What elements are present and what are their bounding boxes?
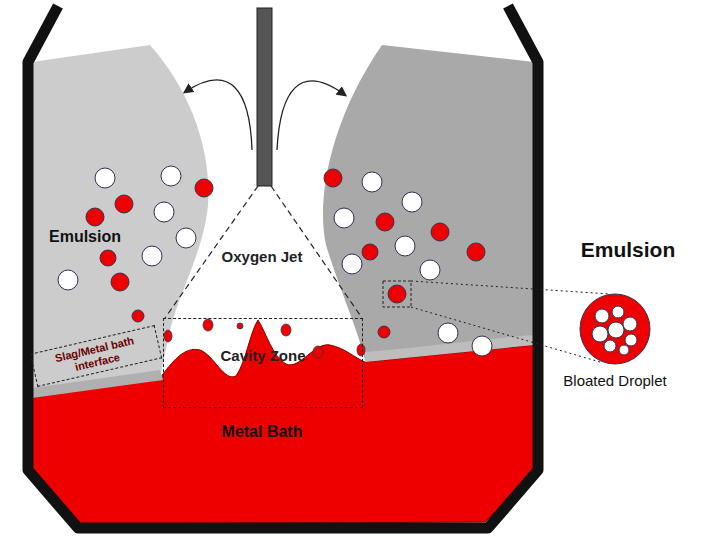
region-label: Oxygen Jet bbox=[220, 247, 305, 266]
region-label: Emulsion bbox=[47, 227, 123, 247]
bloated-droplet bbox=[578, 292, 652, 366]
oxygen-jet-region: Oxygen Jet bbox=[220, 247, 305, 266]
region-label: Bloated Droplet bbox=[563, 372, 666, 389]
emulsion-heading: Emulsion bbox=[581, 238, 676, 262]
droplet-circle: Bloated Droplet bbox=[578, 292, 652, 366]
metal-bath-region: Metal Bath bbox=[220, 422, 305, 442]
cavity-zone-box: Cavity Zone bbox=[163, 318, 363, 408]
region-label: Metal Bath bbox=[220, 422, 305, 442]
emulsion-region: Emulsion bbox=[47, 227, 123, 247]
region-label: Cavity Zone bbox=[164, 346, 362, 365]
